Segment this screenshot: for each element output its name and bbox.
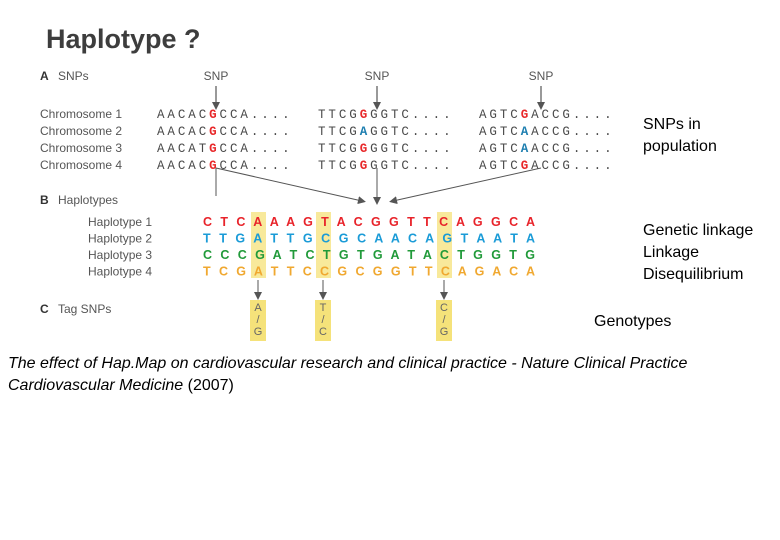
tag-snp-box: C/G [436, 300, 452, 341]
snp-markers: SNP SNP SNP [204, 69, 554, 110]
section-c-letter: C [40, 302, 49, 316]
arrow-snp1-to-haplotypes [215, 167, 366, 205]
haplotype-sequence: T C G A T T C C G C G G T T C A G A C A [203, 265, 535, 279]
chromosome-label: Chromosome 4 [40, 158, 122, 172]
tag-column-highlights [251, 212, 452, 278]
snp-label-2: SNP [365, 69, 390, 83]
chromosome-label: Chromosome 2 [40, 124, 122, 138]
annotation-genetic-linkage: Genetic linkage [643, 222, 754, 239]
tag-arrows [254, 280, 448, 300]
tag-snp-allele: C [319, 326, 327, 338]
chromosome-label: Chromosome 1 [40, 107, 122, 121]
tag-snp-boxes: A/GT/CC/G [250, 300, 452, 341]
annotation-disequilibrium: Disequilibrium [643, 266, 744, 283]
annotation-linkage-word: Linkage [643, 244, 700, 261]
section-b-letter: B [40, 193, 49, 207]
section-b-label: Haplotypes [58, 193, 118, 207]
tag-snp-allele: A [254, 302, 262, 314]
haplotype-label: Haplotype 2 [88, 232, 152, 246]
tag-snp-allele: G [254, 326, 263, 338]
haplotype-sequence: C C C G A T C T G T G A T A C T G G T G [203, 248, 535, 262]
section-a-label: SNPs [58, 69, 89, 83]
annotation-linkage: Genetic linkage Linkage Disequilibrium [643, 220, 753, 286]
tag-snp-allele: / [442, 314, 446, 326]
chromosome-label: Chromosome 3 [40, 141, 122, 155]
tag-snp-allele: T [320, 302, 327, 314]
tag-snp-box: T/C [315, 300, 331, 341]
haplotype-label: Haplotype 4 [88, 265, 152, 279]
arrow-snp3-to-haplotypes [389, 167, 542, 205]
haplotype-label: Haplotype 1 [88, 215, 152, 229]
tag-snp-allele: / [256, 314, 260, 326]
haplotype-sequence: T T G A T T G C G C A A C A G T A A T A [203, 232, 535, 246]
tag-snp-box: A/G [250, 300, 266, 341]
slide-title: Haplotype ? [46, 24, 201, 54]
section-a-letter: A [40, 69, 49, 83]
tag-snp-allele: C [440, 302, 448, 314]
annotation-snps-text: SNPs in population [643, 116, 717, 155]
section-c-label: Tag SNPs [58, 302, 111, 316]
tag-snp-allele: / [321, 314, 325, 326]
haplotype-label: Haplotype 3 [88, 248, 152, 262]
snp-label-3: SNP [529, 69, 554, 83]
caption-citation: The effect of Hap.Map on cardiovascular … [8, 355, 688, 394]
haplotype-arrows [215, 167, 542, 205]
snp-label-1: SNP [204, 69, 229, 83]
annotation-genotypes: Genotypes [594, 313, 672, 330]
caption-year: (2007) [183, 377, 234, 394]
haplotype-rows: Haplotype 1 C T C A A A G T A C G G T T C… [88, 215, 535, 279]
figure-caption: The effect of Hap.Map on cardiovascular … [8, 353, 748, 397]
annotation-snps-in-population: SNPs in population [643, 114, 753, 158]
haplotype-sequence: C T C A A A G T A C G G T T C A G G C A [203, 215, 535, 229]
tag-snp-allele: G [440, 326, 449, 338]
